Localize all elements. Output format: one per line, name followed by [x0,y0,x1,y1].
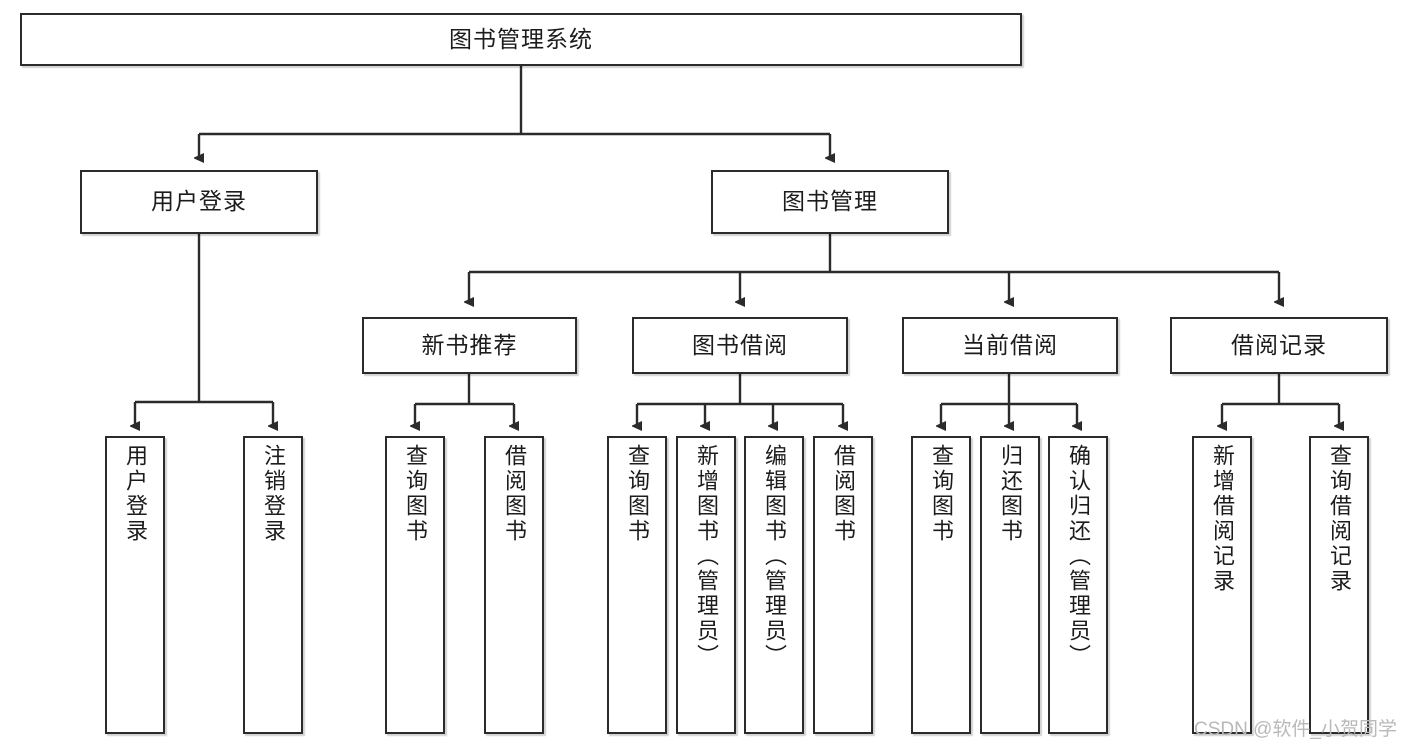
node-user-login[interactable]: 用户登录 [80,170,318,234]
leaf-borrow-record-1-label: 新增借阅记录 [1210,444,1235,594]
leaf-new-book-1[interactable]: 查询图书 [385,436,445,734]
leaf-borrow-record-2-label: 查询借阅记录 [1327,444,1352,594]
node-root-label: 图书管理系统 [449,25,593,52]
watermark: CSDN @软件_小贺同学 [1194,719,1397,740]
leaf-book-borrow-4[interactable]: 借阅图书 [813,436,873,734]
node-borrow-record[interactable]: 借阅记录 [1170,317,1388,374]
leaf-new-book-2[interactable]: 借阅图书 [484,436,544,734]
leaf-current-borrow-3-label: 确认归还（管理员） [1066,444,1091,669]
node-new-book-recommend-label: 新书推荐 [421,331,518,358]
leaf-borrow-record-2[interactable]: 查询借阅记录 [1309,436,1369,734]
leaf-book-borrow-4-label: 借阅图书 [831,444,856,544]
leaf-book-borrow-2-label: 新增图书（管理员） [694,444,719,669]
leaf-book-borrow-1-label: 查询图书 [625,444,650,544]
leaf-current-borrow-3[interactable]: 确认归还（管理员） [1048,436,1108,734]
leaf-borrow-record-1[interactable]: 新增借阅记录 [1192,436,1252,734]
node-book-manage[interactable]: 图书管理 [711,170,949,234]
leaf-user-login-2-label: 注销登录 [261,444,286,544]
node-book-borrow[interactable]: 图书借阅 [632,317,848,374]
leaf-current-borrow-1-label: 查询图书 [929,444,954,544]
leaf-book-borrow-3-label: 编辑图书（管理员） [762,444,787,669]
leaf-current-borrow-2-label: 归还图书 [998,444,1023,544]
leaf-user-login-2[interactable]: 注销登录 [243,436,303,734]
leaf-book-borrow-2[interactable]: 新增图书（管理员） [676,436,736,734]
node-borrow-record-label: 借阅记录 [1231,331,1327,358]
node-root[interactable]: 图书管理系统 [20,13,1022,66]
leaf-current-borrow-1[interactable]: 查询图书 [911,436,971,734]
node-book-borrow-label: 图书借阅 [692,331,788,358]
leaf-book-borrow-1[interactable]: 查询图书 [607,436,667,734]
node-book-manage-label: 图书管理 [782,188,878,215]
leaf-book-borrow-3[interactable]: 编辑图书（管理员） [744,436,804,734]
leaf-current-borrow-2[interactable]: 归还图书 [980,436,1040,734]
node-current-borrow-label: 当前借阅 [962,331,1058,358]
node-user-login-label: 用户登录 [151,188,247,215]
node-current-borrow[interactable]: 当前借阅 [902,317,1118,374]
leaf-new-book-2-label: 借阅图书 [502,444,527,544]
node-new-book-recommend[interactable]: 新书推荐 [362,317,577,374]
leaf-user-login-1[interactable]: 用户登录 [105,436,165,734]
leaf-user-login-1-label: 用户登录 [123,444,148,544]
leaf-new-book-1-label: 查询图书 [403,444,428,544]
